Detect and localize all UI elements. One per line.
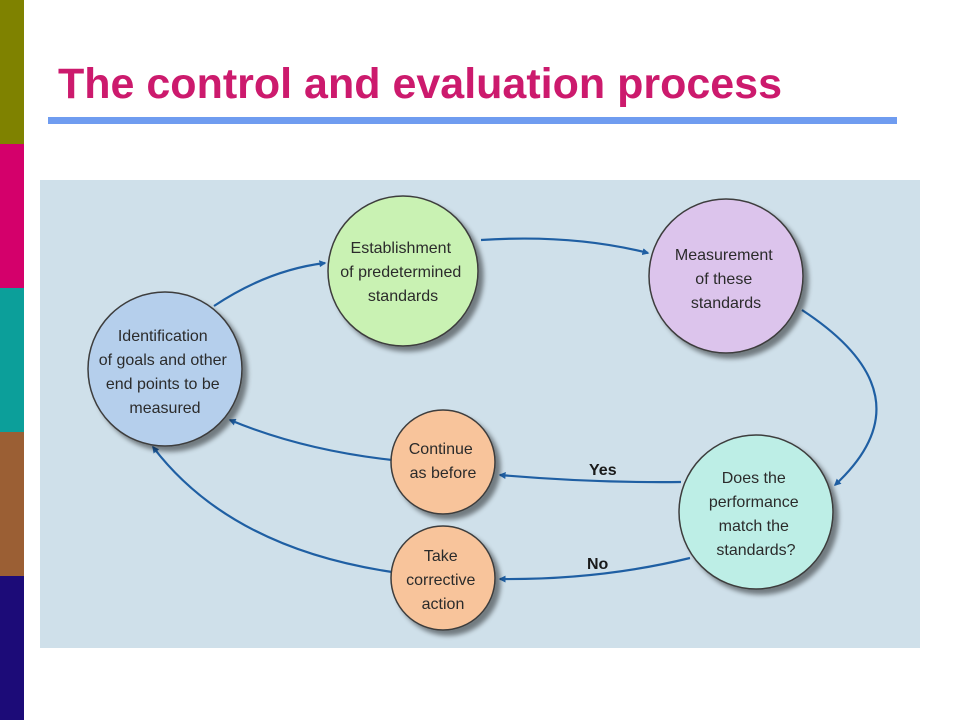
process-diagram: Yes No Identification of goals and other… bbox=[40, 180, 920, 648]
node-decision-line-2: performance bbox=[709, 494, 799, 511]
stripe-brown bbox=[0, 432, 24, 576]
edge-label-no: No bbox=[587, 556, 609, 573]
node-continue-line-2: as before bbox=[410, 465, 477, 482]
node-decision-line-3: match the bbox=[719, 518, 789, 535]
svg-text:Take corrective: Take corrective action bbox=[406, 548, 480, 613]
arrow-measurement-to-decision bbox=[801, 309, 878, 486]
arrow-continue-to-identification bbox=[228, 418, 393, 462]
stripe-navy bbox=[0, 576, 24, 720]
node-corrective: Take corrective action bbox=[390, 525, 496, 631]
arrow-corrective-to-identification bbox=[152, 445, 393, 574]
node-identification-line-2: of goals and other bbox=[99, 352, 228, 369]
node-establishment-line-3: standards bbox=[368, 288, 438, 305]
svg-text:Identification of goal: Identification of goals and other end po… bbox=[99, 328, 232, 417]
slide-title: The control and evaluation process bbox=[58, 60, 782, 108]
arrow-decision-to-continue bbox=[498, 471, 682, 484]
node-identification: Identification of goals and other end po… bbox=[87, 291, 243, 447]
node-measurement-line-3: standards bbox=[691, 295, 761, 312]
svg-text:Measurement of these: Measurement of these standards bbox=[675, 247, 777, 312]
node-measurement-line-2: of these bbox=[695, 271, 752, 288]
node-establishment-line-2: of predetermined bbox=[340, 264, 461, 281]
arrow-establishment-to-measurement bbox=[480, 237, 650, 256]
arrow-identification-to-establishment bbox=[213, 260, 327, 307]
node-continue: Continue as before bbox=[390, 409, 496, 515]
node-identification-line-4: measured bbox=[129, 400, 200, 417]
arrow-decision-to-corrective bbox=[498, 556, 691, 583]
stripe-magenta bbox=[0, 144, 24, 288]
node-corrective-line-1: Take bbox=[424, 548, 458, 565]
stripe-teal bbox=[0, 288, 24, 432]
node-decision: Does the performance match the standards… bbox=[678, 434, 834, 590]
node-measurement-line-1: Measurement bbox=[675, 247, 773, 264]
svg-text:Establishment of prede: Establishment of predetermined standards bbox=[340, 240, 465, 305]
node-continue-line-1: Continue bbox=[409, 441, 473, 458]
edge-label-yes: Yes bbox=[589, 462, 617, 479]
node-identification-line-3: end points to be bbox=[106, 376, 220, 393]
svg-text:Continue as before: Continue as before bbox=[409, 441, 478, 482]
node-decision-line-4: standards? bbox=[716, 542, 795, 559]
stripe-olive bbox=[0, 0, 24, 144]
node-identification-line-1: Identification bbox=[118, 328, 208, 345]
title-underline bbox=[48, 117, 897, 124]
svg-text:Does the performance: Does the performance match the standards… bbox=[709, 470, 803, 559]
node-measurement: Measurement of these standards bbox=[648, 198, 804, 354]
node-corrective-line-3: action bbox=[422, 596, 465, 613]
node-corrective-line-2: corrective bbox=[406, 572, 475, 589]
node-establishment-line-1: Establishment bbox=[351, 240, 452, 257]
node-establishment: Establishment of predetermined standards bbox=[327, 195, 479, 347]
node-decision-line-1: Does the bbox=[722, 470, 786, 487]
side-color-stripes bbox=[0, 0, 24, 720]
